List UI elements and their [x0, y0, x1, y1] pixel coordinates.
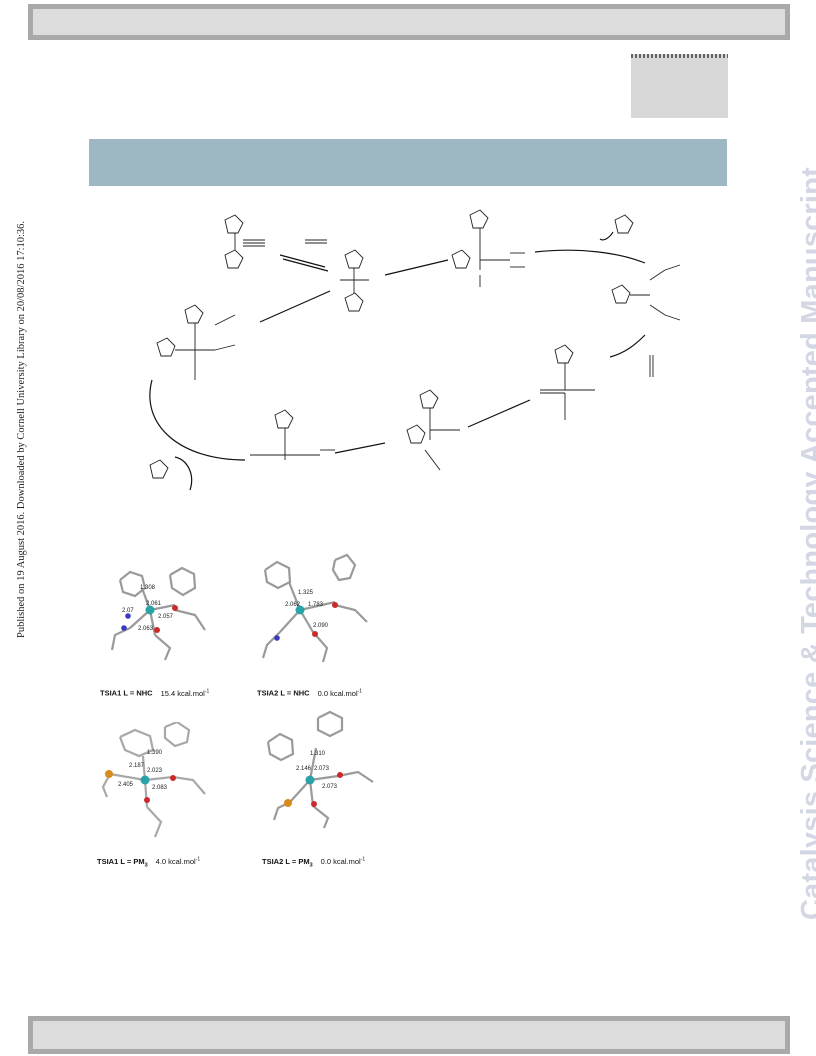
panel-tsia2-nhc: 1.325 2.062 1.783 2.090: [255, 550, 385, 675]
bond-length: 1.325: [298, 590, 314, 596]
journal-cover-thumbnail: [631, 54, 728, 118]
header-bar: [28, 4, 790, 40]
caption-label: TSIA1 L = PM3: [97, 856, 148, 869]
cycle-arrows: [149, 231, 646, 491]
caption-tsia1-nhc: TSIA1 L = NHC 15.4 kcal.mol-1: [100, 688, 209, 698]
panel-tsia2-pm3: 1.310 2.146 2.073 2.073: [258, 710, 388, 835]
caption-tsia2-nhc: TSIA2 L = NHC 0.0 kcal.mol-1: [257, 688, 362, 698]
bond-length: 2.405: [118, 782, 134, 788]
panel-tsia1-pm3: 1.390 2.187 2.023 2.405 2.083: [95, 722, 225, 847]
arrow-10: [599, 231, 614, 241]
caption-label: TSIA2 L = NHC: [257, 688, 310, 698]
caption-tsia2-pm3: TSIA2 L = PM3 0.0 kcal.mol-1: [262, 856, 365, 868]
bond-length: 2.023: [147, 768, 163, 774]
arrow-5: [467, 399, 531, 428]
caption-energy: 4.0 kcal.mol-1: [155, 856, 201, 866]
bond-length: 2.063: [138, 626, 154, 632]
caption-energy: 0.0 kcal.mol-1: [320, 856, 366, 866]
thumbnail-header-strip: [631, 54, 728, 58]
arrow-1: [279, 254, 326, 268]
caption-label: TSIA2 L = PM3: [262, 856, 313, 869]
arrow-7: [149, 379, 246, 461]
molecule-render: [110, 566, 206, 661]
bond-length: 2.083: [152, 785, 168, 791]
caption-tsia1-pm3: TSIA1 L = PM3 4.0 kcal.mol-1: [97, 856, 200, 868]
bond-length: 2.146: [296, 766, 312, 772]
molecule-render: [266, 710, 374, 829]
panel-tsia1-nhc: 1.308 2.061 2.07 2.057 2.063: [100, 550, 230, 675]
arrow-4: [609, 334, 646, 358]
molecule-render: [101, 722, 206, 838]
arrow-6: [334, 442, 386, 454]
caption-energy: 0.0 kcal.mol-1: [317, 688, 363, 698]
bond-length: 1.308: [140, 585, 156, 591]
bond-length: 2.187: [129, 763, 145, 769]
figure-banner: [89, 139, 727, 186]
arrow-8: [259, 290, 331, 323]
catalytic-cycle-scheme: [149, 209, 681, 491]
bond-length: 2.062: [285, 602, 301, 608]
caption-energy: 15.4 kcal.mol-1: [160, 688, 210, 698]
bond-length: 2.073: [314, 766, 330, 772]
published-note-text: Published on 19 August 2016. Downloaded …: [16, 220, 27, 638]
caption-label: TSIA1 L = NHC: [100, 688, 153, 698]
molecule-render: [261, 553, 368, 663]
bond-length: 2.061: [146, 601, 162, 607]
bond-length: 2.090: [313, 623, 329, 629]
bond-length: 2.073: [322, 784, 338, 790]
arrow-9: [174, 456, 193, 491]
bond-length: 1.783: [308, 602, 324, 608]
bond-length: 2.07: [122, 608, 134, 614]
journal-watermark-text: Catalysis Science & Technology Accepted …: [796, 167, 816, 920]
molecule-fragments: [149, 209, 681, 479]
arrow-3: [534, 249, 646, 264]
bond-length: 1.310: [310, 751, 326, 757]
bond-length: 1.390: [147, 750, 163, 756]
arrow-1b: [282, 258, 329, 272]
footer-bar: [28, 1016, 790, 1054]
bond-length: 2.057: [158, 614, 174, 620]
arrow-2: [384, 259, 449, 276]
